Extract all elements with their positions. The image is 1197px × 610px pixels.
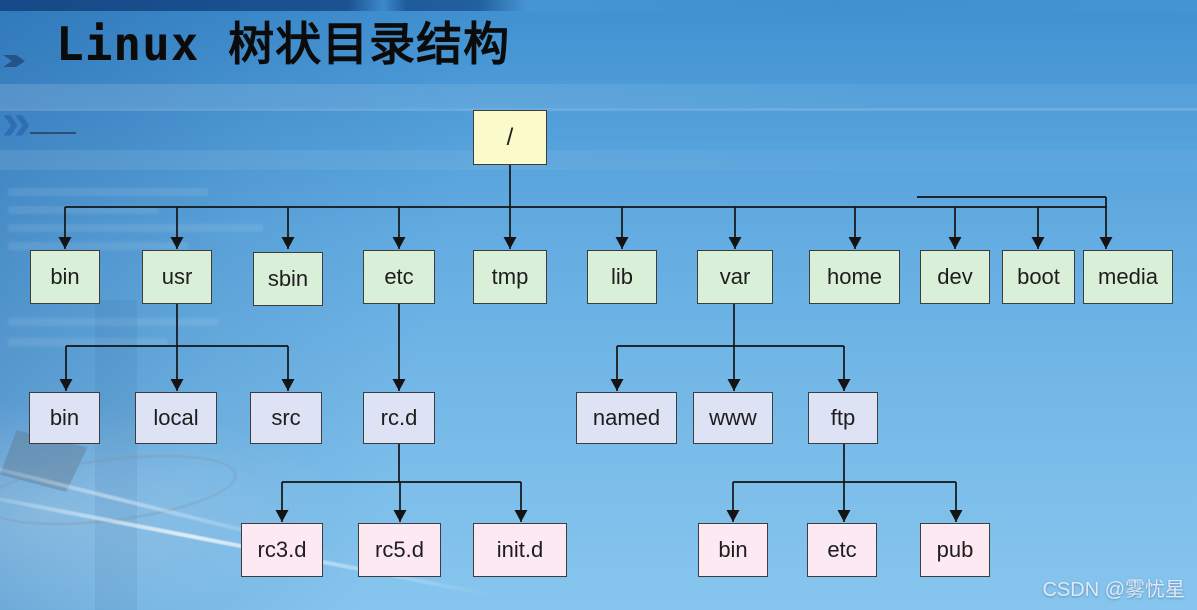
node-root: / xyxy=(473,110,547,165)
page-title: Linux 树状目录结构 xyxy=(56,17,511,71)
light-band xyxy=(0,84,1197,108)
bg-text-ghost xyxy=(8,188,208,196)
bg-text-ghost xyxy=(8,224,263,232)
bg-text-ghost xyxy=(8,318,218,326)
node-media: media xyxy=(1083,250,1173,304)
connector-root-to-level1 xyxy=(58,165,1113,249)
node-usr-src: src xyxy=(250,392,322,444)
connector-var-children xyxy=(610,304,851,391)
node-rcd-rc5d: rc5.d xyxy=(358,523,441,577)
node-ftp-pub: pub xyxy=(920,523,990,577)
node-var-www: www xyxy=(693,392,773,444)
node-rcd-rc3d: rc3.d xyxy=(241,523,323,577)
bg-vertical-band xyxy=(95,300,137,610)
node-usr-local: local xyxy=(135,392,217,444)
connector-ftp-children xyxy=(726,444,963,522)
node-usr: usr xyxy=(142,250,212,304)
node-boot: boot xyxy=(1002,250,1075,304)
node-dev: dev xyxy=(920,250,990,304)
connector-rcd-children xyxy=(275,444,528,522)
node-etc-rcd: rc.d xyxy=(363,392,435,444)
node-home: home xyxy=(809,250,900,304)
node-rcd-initd: init.d xyxy=(473,523,567,577)
node-sbin: sbin xyxy=(253,252,323,306)
node-bin: bin xyxy=(30,250,100,304)
chevron-small-icon xyxy=(3,55,25,67)
node-var-named: named xyxy=(576,392,677,444)
node-lib: lib xyxy=(587,250,657,304)
bg-text-ghost xyxy=(8,242,188,250)
top-edge-texture xyxy=(0,0,1197,11)
node-usr-bin: bin xyxy=(29,392,100,444)
light-band xyxy=(0,108,1197,111)
node-tmp: tmp xyxy=(473,250,547,304)
connector-usr-children xyxy=(59,304,295,391)
texture-line xyxy=(30,132,76,134)
node-etc: etc xyxy=(363,250,435,304)
bg-text-ghost xyxy=(8,338,168,346)
node-var-ftp: ftp xyxy=(808,392,878,444)
node-var: var xyxy=(697,250,773,304)
node-ftp-bin: bin xyxy=(698,523,768,577)
bg-text-ghost xyxy=(8,206,158,214)
light-band xyxy=(0,150,1197,170)
node-ftp-etc: etc xyxy=(807,523,877,577)
csdn-watermark: CSDN @雾忧星 xyxy=(1042,579,1185,601)
